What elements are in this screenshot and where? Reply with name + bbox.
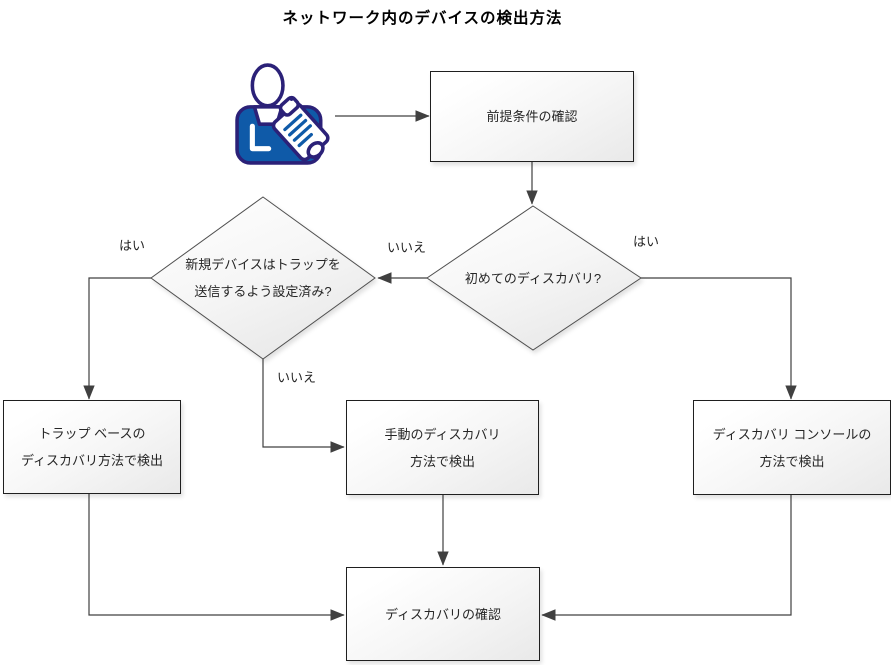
- connector-first-discovery-yes: [641, 277, 797, 400]
- clipboard: [271, 95, 330, 162]
- edge-label-traps-yes: はい: [119, 238, 146, 253]
- decision-traps-configured: 新規デバイスはトラップを 送信するよう設定済み?: [163, 251, 363, 305]
- node-prerequisites-label: 前提条件の確認: [486, 109, 578, 124]
- node-console-detection-label: ディスカバリ コンソールの 方法で検出: [712, 426, 872, 469]
- person-hand: [306, 141, 325, 159]
- node-trap-based-detection-label: トラップ ベースの ディスカバリ方法で検出: [20, 426, 164, 468]
- node-manual-detection-label: 手動のディスカバリ 方法で検出: [384, 426, 501, 469]
- decision-traps-configured-label: 新規デバイスはトラップを 送信するよう設定済み?: [185, 257, 341, 299]
- decision-first-discovery-shape: [426, 205, 642, 351]
- edge-label-first-discovery-yes: はい: [633, 234, 660, 249]
- person-head: [250, 63, 285, 108]
- decision-first-discovery-label: 初めてのディスカバリ?: [464, 270, 602, 286]
- page-title: ネットワーク内のデバイスの検出方法: [282, 10, 563, 27]
- edge-label-traps-no: いいえ: [277, 370, 317, 385]
- connector-traps-no: [262, 359, 345, 453]
- node-console-detection: ディスカバリ コンソールの 方法で検出: [693, 400, 891, 495]
- connector-console-to-verify: [541, 493, 792, 621]
- node-manual-detection: 手動のディスカバリ 方法で検出: [346, 400, 539, 495]
- node-verify-discovery-label: ディスカバリの確認: [384, 606, 502, 622]
- person-highlight: [249, 123, 272, 152]
- node-verify-discovery: ディスカバリの確認: [346, 567, 540, 661]
- person-clipboard-icon: [235, 63, 330, 165]
- decision-first-discovery: 初めてのディスカバリ?: [433, 265, 633, 291]
- node-trap-based-detection: トラップ ベースの ディスカバリ方法で検出: [3, 400, 181, 494]
- edge-label-first-discovery-no: いいえ: [387, 240, 427, 255]
- connector-traps-yes: [83, 277, 151, 400]
- connector-trap-to-verify: [88, 492, 345, 621]
- node-prerequisites: 前提条件の確認: [430, 71, 634, 162]
